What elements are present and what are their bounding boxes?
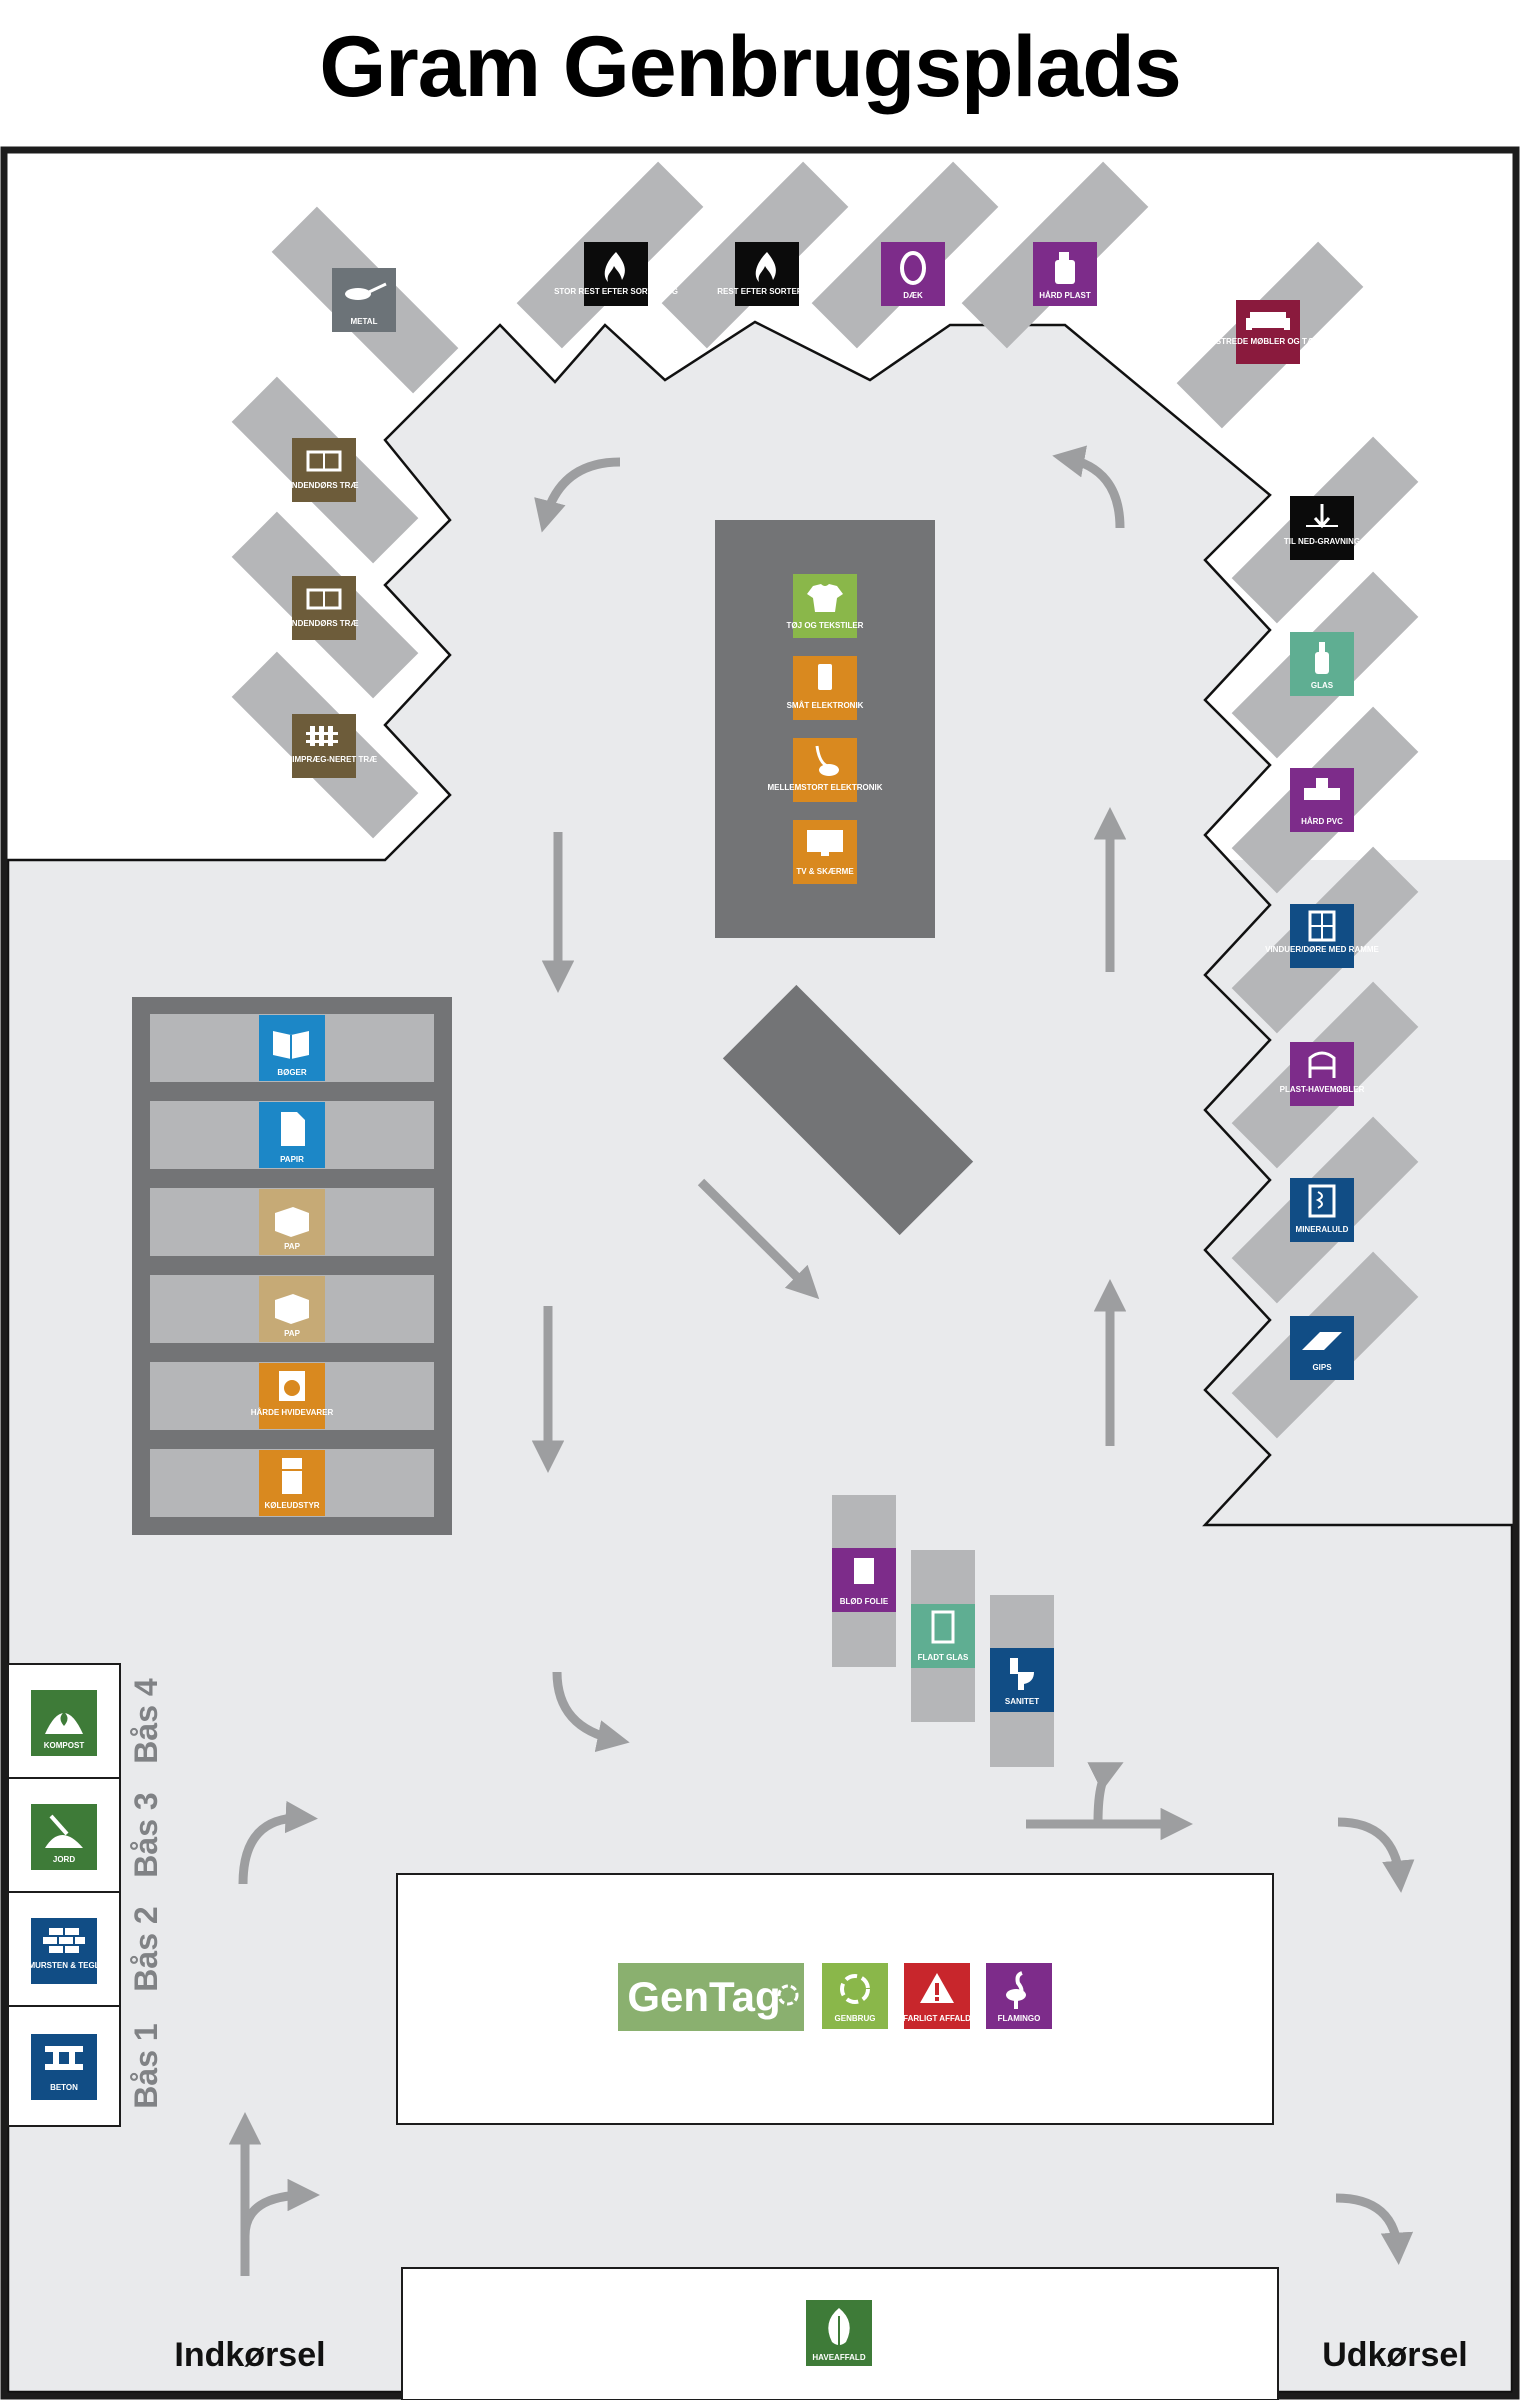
compost-icon: KOMPOST: [31, 1690, 97, 1756]
paper-icon: PAPIR: [259, 1102, 325, 1168]
center-diagonal-block: [722, 984, 974, 1236]
gips-label: GIPS: [1312, 1363, 1332, 1372]
flamingo-icon: FLAMINGO: [986, 1963, 1052, 2029]
warning-icon: FARLIGT AFFALD: [903, 1963, 971, 2029]
cabinet-icon: INDENDØRS TRÆ: [290, 576, 359, 640]
fladt-glas-label: FLADT GLAS: [918, 1653, 969, 1662]
trykimpraegneret-label: TRYKIMPRÆG-NERET TRÆ: [271, 755, 377, 764]
toilet-icon: SANITET: [990, 1648, 1054, 1712]
jord-label: JORD: [53, 1855, 75, 1864]
gentag-logo: GenTag: [618, 1963, 804, 2031]
til-nedgravning-label: TIL NED-GRAVNING: [1284, 537, 1360, 546]
glass-bottle-icon: GLAS: [1290, 632, 1354, 696]
gentag-logo-text: GenTag: [627, 1973, 780, 2020]
koeleudstyr-label: KØLEUDSTYR: [264, 1501, 319, 1510]
smaa-elektronik-label: SMÅT ELEKTRONIK: [787, 701, 864, 710]
window-icon: VINDUER/DØRE MED RAMME: [1265, 904, 1380, 968]
vacuum-icon: MELLEMSTORT ELEKTRONIK: [768, 738, 883, 802]
bottle-icon: HÅRD PLAST: [1033, 242, 1097, 306]
tv-label: TV & SKÆRME: [796, 867, 854, 876]
tv-icon: TV & SKÆRME: [793, 820, 857, 884]
pap-2-label: PAP: [284, 1329, 301, 1338]
traffic-arrows: [228, 445, 1415, 2276]
book-icon: BØGER: [259, 1015, 325, 1081]
chair-icon: PLAST-HAVEMØBLER: [1280, 1042, 1365, 1106]
polstrede-label: POLSTREDE MØBLER OG TÆPPER: [1199, 337, 1337, 346]
haard-pvc-label: HÅRD PVC: [1301, 817, 1343, 826]
metal-label: METAL: [351, 317, 378, 326]
flame-icon: REST EFTER SORTERING: [717, 242, 817, 306]
daek-label: DÆK: [903, 291, 923, 300]
flamingo-label: FLAMINGO: [998, 2014, 1041, 2023]
mellemstort-label: MELLEMSTORT ELEKTRONIK: [768, 783, 883, 792]
cabinet-icon: INDENDØRS TRÆ: [290, 438, 359, 502]
tshirt-icon: TØJ OG TEKSTILER: [787, 574, 864, 638]
plasterboard-icon: GIPS: [1290, 1316, 1354, 1380]
box-icon: PAP: [259, 1276, 325, 1342]
stor-rest-label: STOR REST EFTER SORTERING: [554, 287, 678, 296]
pipe-icon: HÅRD PVC: [1290, 768, 1354, 832]
shovel-icon: JORD: [31, 1804, 97, 1870]
flat-glass-icon: FLADT GLAS: [911, 1604, 975, 1668]
leaf-icon: HAVEAFFALD: [806, 2300, 872, 2366]
rest-label: REST EFTER SORTERING: [717, 287, 817, 296]
toej-label: TØJ OG TEKSTILER: [787, 621, 864, 630]
haard-plast-label: HÅRD PLAST: [1039, 291, 1091, 300]
plast-havemoebler-label: PLAST-HAVEMØBLER: [1280, 1085, 1365, 1094]
tire-icon: DÆK: [881, 242, 945, 306]
haarde-hvidevarer-label: HÅRDE HVIDEVARER: [251, 1408, 334, 1417]
insulation-icon: MINERALULD: [1290, 1178, 1354, 1242]
booth-label-2: Bås 2: [128, 1906, 164, 1991]
entry-label: Indkørsel: [174, 2336, 325, 2374]
beton-label: BETON: [50, 2083, 78, 2092]
beam-icon: BETON: [31, 2034, 97, 2100]
kompost-label: KOMPOST: [44, 1741, 85, 1750]
foil-bag-icon: BLØD FOLIE: [832, 1548, 896, 1612]
brick-icon: MURSTEN & TEGL: [28, 1918, 100, 1984]
phone-icon: SMÅT ELEKTRONIK: [787, 656, 864, 720]
glas-label: GLAS: [1311, 681, 1334, 690]
metal-icon: METAL: [332, 268, 396, 332]
booth-label-1: Bås 1: [128, 2023, 164, 2108]
pap-1-label: PAP: [284, 1242, 301, 1251]
vinduer-label: VINDUER/DØRE MED RAMME: [1265, 945, 1379, 954]
dig-down-icon: TIL NED-GRAVNING: [1284, 496, 1360, 560]
exit-label: Udkørsel: [1322, 2336, 1468, 2374]
papir-label: PAPIR: [280, 1155, 304, 1164]
mursten-label: MURSTEN & TEGL: [28, 1961, 99, 1970]
recycle-icon: GENBRUG: [822, 1963, 888, 2029]
fridge-icon: KØLEUDSTYR: [259, 1450, 325, 1516]
farligt-affald-label: FARLIGT AFFALD: [903, 2014, 971, 2023]
boeger-label: BØGER: [277, 1068, 307, 1077]
booth-label-4: Bås 4: [128, 1678, 164, 1764]
page-title: Gram Genbrugsplads: [319, 19, 1181, 115]
indendoers-trae-2-label: INDENDØRS TRÆ: [290, 619, 359, 628]
haveaffald-label: HAVEAFFALD: [812, 2353, 865, 2362]
washing-machine-icon: HÅRDE HVIDEVARER: [251, 1363, 334, 1429]
sanitet-label: SANITET: [1005, 1697, 1039, 1706]
mineraluld-label: MINERALULD: [1296, 1225, 1349, 1234]
box-icon: PAP: [259, 1189, 325, 1255]
bloed-folie-label: BLØD FOLIE: [840, 1597, 889, 1606]
fence-icon: TRYKIMPRÆG-NERET TRÆ: [271, 714, 377, 778]
indendoers-trae-1-label: INDENDØRS TRÆ: [290, 481, 359, 490]
sofa-icon: POLSTREDE MØBLER OG TÆPPER: [1199, 300, 1337, 364]
flame-icon: STOR REST EFTER SORTERING: [554, 242, 678, 306]
booth-label-3: Bås 3: [128, 1792, 164, 1877]
genbrug-label: GENBRUG: [835, 2014, 876, 2023]
